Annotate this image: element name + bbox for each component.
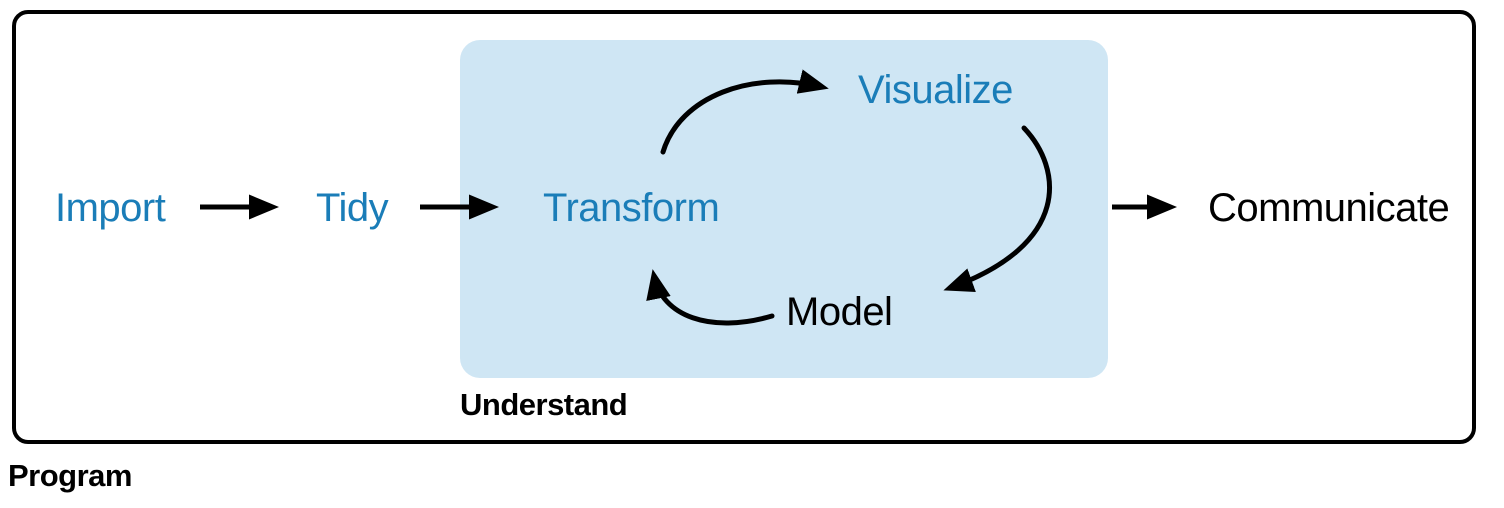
- node-import: Import: [55, 186, 166, 230]
- node-model: Model: [786, 290, 893, 334]
- node-tidy: Tidy: [316, 186, 389, 230]
- program-box-label: Program: [8, 458, 132, 493]
- understand-box-label: Understand: [460, 387, 628, 422]
- node-visualize: Visualize: [858, 68, 1013, 112]
- node-transform: Transform: [543, 186, 720, 230]
- node-communicate: Communicate: [1208, 186, 1450, 230]
